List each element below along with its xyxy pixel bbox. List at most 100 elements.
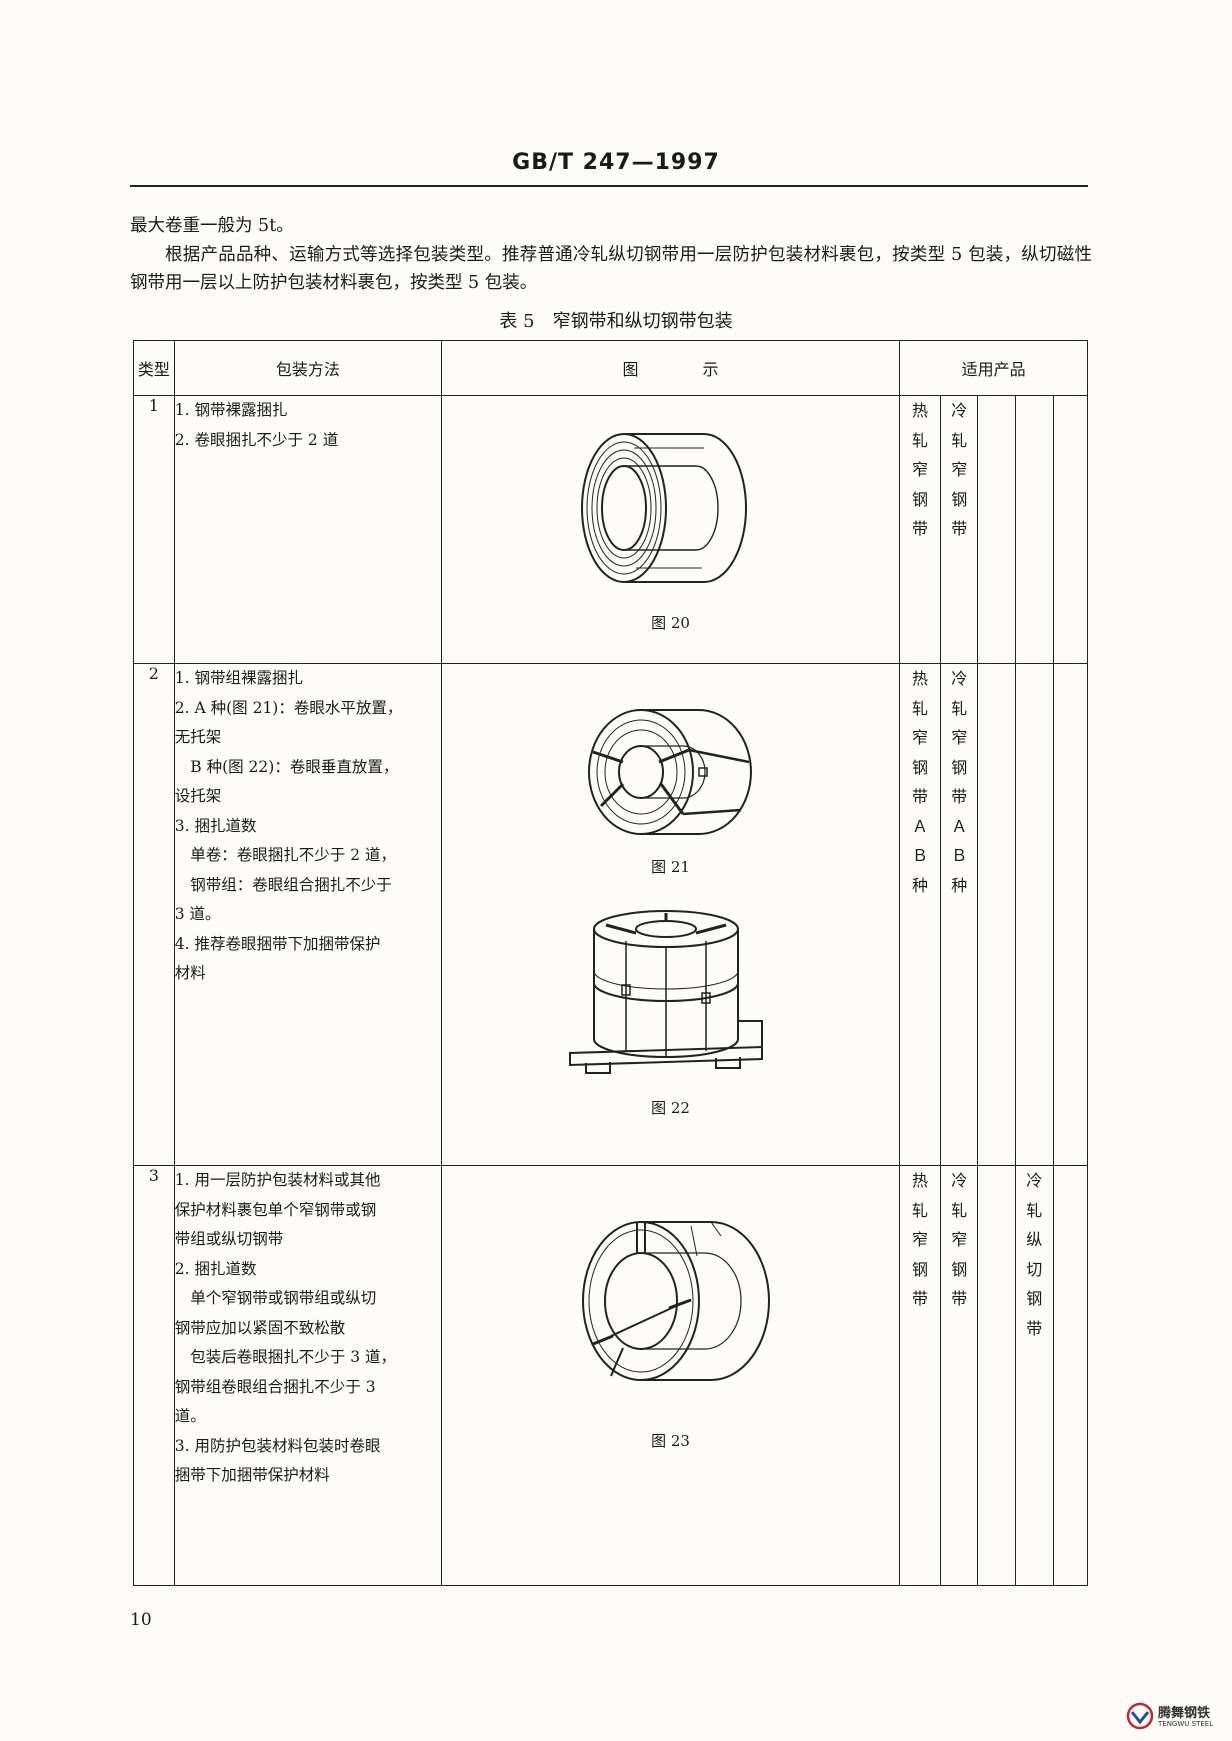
row-type: 3: [133, 1165, 175, 1586]
row-figure-cell: 图 23: [440, 1165, 901, 1586]
page-number: 10: [130, 1610, 152, 1630]
standard-header: GB/T 247—1997: [512, 150, 720, 175]
col-header-figure: 图 示: [440, 340, 901, 396]
product-cell-empty: [1052, 1165, 1089, 1586]
row-figure-cell: 图 20: [440, 395, 901, 664]
product-char: 带: [912, 1289, 929, 1308]
product-char: 冷: [951, 1171, 968, 1190]
product-char: 轧: [912, 1200, 929, 1220]
product-char: 带: [912, 519, 929, 538]
product-char: 窄: [951, 728, 968, 747]
col-header-method: 包装方法: [173, 340, 442, 396]
product-cell: [977, 663, 1017, 1166]
method-line: 1. 钢带裸露捆扎: [174, 401, 288, 419]
product-text: 热轧窄钢带: [900, 396, 940, 544]
col-header-type: 类型: [133, 340, 175, 396]
product-char: 轧: [951, 698, 968, 718]
product-char: 窄: [951, 460, 968, 479]
product-char: 钢: [951, 1259, 968, 1279]
product-char: 轧: [951, 430, 968, 450]
product-char: 纵: [1026, 1230, 1043, 1249]
figure-caption: 图 23: [651, 1432, 690, 1450]
header-rule: [130, 185, 1088, 187]
watermark-name-en: TENGWU STEEL: [1158, 1720, 1214, 1728]
method-line: 保护材料裹包单个窄钢带或钢: [174, 1200, 377, 1219]
product-text: 冷轧纵切钢带: [1016, 1166, 1053, 1343]
table-row: 1 1. 钢带裸露捆扎 2. 卷眼捆扎不少于 2 道 图 20: [133, 395, 1089, 664]
tengwu-logo-icon: [1126, 1702, 1154, 1730]
method-line: 无托架: [174, 728, 222, 746]
product-char: 窄: [912, 1230, 929, 1249]
figure-caption: 图 20: [651, 614, 690, 632]
method-line: 2. 卷眼捆扎不少于 2 道: [174, 430, 339, 449]
method-line: 3. 用防护包装材料包装时卷眼: [174, 1436, 381, 1455]
product-char: Ｂ: [912, 846, 929, 865]
product-char: 轧: [1026, 1200, 1043, 1220]
paragraph-2: 根据产品品种、运输方式等选择包装类型。推荐普通冷轧纵切钢带用一层防护包装材料裹包…: [130, 245, 1092, 293]
product-char: 带: [951, 1289, 968, 1308]
figure-caption: 图 22: [651, 1099, 690, 1117]
method-line: 3 道。: [174, 905, 221, 923]
product-char: 轧: [951, 1200, 968, 1220]
product-char: 钢: [951, 757, 968, 777]
product-char: 带: [1026, 1318, 1043, 1338]
watermark-logo: 腾舞钢铁 TENGWU STEEL: [1126, 1700, 1226, 1736]
product-char: 窄: [951, 1230, 968, 1249]
product-char: 冷: [1026, 1171, 1043, 1190]
product-cell-empty: [1052, 663, 1089, 1166]
row-type: 2: [133, 663, 175, 1166]
figure-caption: 图 21: [651, 858, 690, 876]
coil-group-illustration-fig21: [587, 709, 752, 835]
product-char: 热: [912, 1171, 929, 1190]
method-line: 单个窄钢带或钢带组或纵切: [190, 1289, 377, 1307]
product-text: 热轧窄钢带: [900, 1166, 940, 1314]
method-line: 3. 捆扎道数: [174, 816, 257, 835]
product-cell: 冷轧窄钢带: [939, 395, 979, 664]
method-line: 钢带组卷眼组合捆扎不少于 3: [174, 1377, 376, 1396]
method-line: 1. 用一层防护包装材料或其他: [174, 1171, 381, 1189]
product-cell: [977, 395, 1017, 664]
method-line: 2. A 种(图 21)：卷眼水平放置，: [174, 698, 403, 717]
product-char: 窄: [912, 460, 929, 479]
method-line: 包装后卷眼捆扎不少于 3 道，: [190, 1348, 396, 1366]
product-cell: [1015, 395, 1054, 664]
product-char: Ａ: [912, 816, 929, 836]
product-char: 带: [912, 787, 929, 806]
product-char: 带: [951, 787, 968, 806]
watermark-name-cn: 腾舞钢铁: [1158, 1706, 1211, 1721]
product-cell: [1015, 663, 1054, 1166]
method-line: 4. 推荐卷眼捆带下加捆带保护: [174, 934, 381, 953]
product-text: 冷轧窄钢带: [941, 1166, 978, 1314]
table-row: 3 1. 用一层防护包装材料或其他 保护材料裹包单个窄钢带或钢 带组或纵切钢带 …: [133, 1165, 1089, 1586]
product-char: 钢: [1026, 1289, 1043, 1308]
product-char: 冷: [951, 669, 968, 688]
table-caption: 表 5 窄钢带和纵切钢带包装: [499, 311, 733, 332]
product-char: 带: [951, 519, 968, 538]
row-method: 1. 钢带裸露捆扎 2. 卷眼捆扎不少于 2 道: [173, 395, 442, 664]
product-char: 钢: [912, 489, 929, 509]
row-method: 1. 用一层防护包装材料或其他 保护材料裹包单个窄钢带或钢 带组或纵切钢带 2.…: [173, 1165, 442, 1586]
product-char: 冷: [951, 401, 968, 420]
product-cell: [977, 1165, 1017, 1586]
product-char: 钢: [951, 489, 968, 509]
product-char: 轧: [912, 698, 929, 718]
method-line: 钢带组：卷眼组合捆扎不少于: [190, 875, 392, 894]
paragraph-1: 最大卷重一般为 5t。: [130, 216, 294, 236]
product-cell: 热轧窄钢带: [899, 395, 941, 664]
product-char: 种: [912, 875, 929, 895]
product-text: 冷轧窄钢带: [941, 396, 978, 544]
product-char: 窄: [912, 728, 929, 747]
packaging-table: 类型 包装方法 图 示 适用产品 1 1. 钢带裸露捆扎 2. 卷眼捆扎不少于 …: [133, 340, 1089, 1586]
product-cell: 冷轧窄钢带: [939, 1165, 979, 1586]
method-line: 材料: [174, 964, 206, 982]
product-char: 热: [912, 669, 929, 688]
coil-pallet-illustration-fig22: [568, 910, 763, 1074]
coil-illustration-fig20: [580, 433, 747, 583]
product-char: 种: [951, 875, 968, 895]
product-char: 轧: [912, 430, 929, 450]
product-char: 钢: [912, 757, 929, 777]
method-line: 带组或纵切钢带: [174, 1230, 284, 1248]
product-cell: 热轧窄钢带: [899, 1165, 941, 1586]
